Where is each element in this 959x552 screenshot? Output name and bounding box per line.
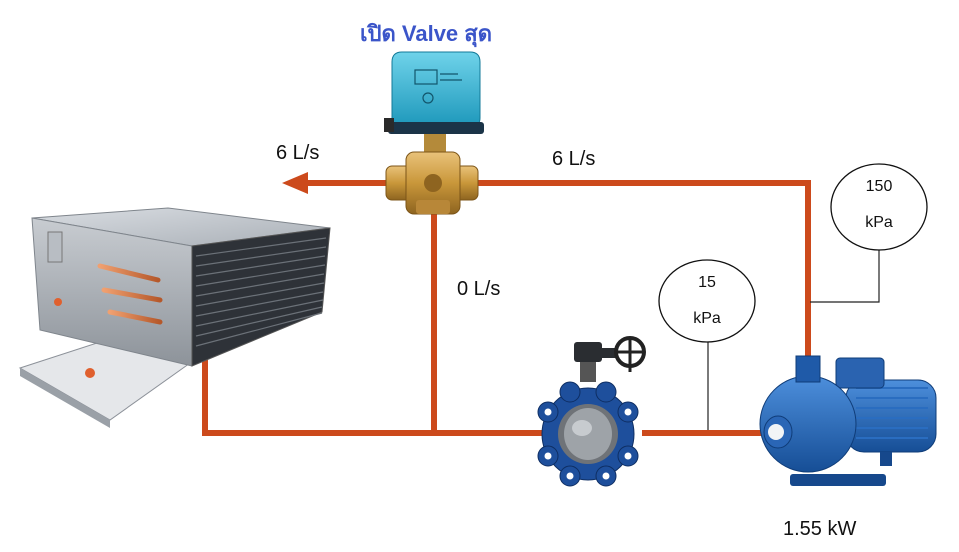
pipe-network xyxy=(202,180,811,436)
gauge-low-unit: kPa xyxy=(693,310,721,327)
gauge-leaders xyxy=(707,250,880,430)
gauge-high-unit: kPa xyxy=(865,214,893,231)
flow-label-bypass: 0 L/s xyxy=(457,278,501,300)
centrifugal-pump-icon xyxy=(759,355,937,486)
pressure-gauge-icon xyxy=(658,259,756,343)
pressure-gauge-icon xyxy=(830,163,928,251)
butterfly-valve-icon xyxy=(537,336,646,487)
gauge-high-value: 150 xyxy=(865,178,893,195)
diagram-title: เปิด Valve สุด xyxy=(360,21,492,46)
fan-coil-unit-icon xyxy=(18,207,331,428)
flow-label-left-outlet: 6 L/s xyxy=(276,142,320,164)
pipe-return-bottom xyxy=(202,357,543,436)
control-valve-icon xyxy=(384,51,484,215)
flow-arrow-icon xyxy=(282,172,308,194)
gauge-low-value: 15 xyxy=(698,274,716,291)
pump-power-label: 1.55 kW xyxy=(783,518,857,540)
pipe-top-supply xyxy=(475,180,811,363)
flow-label-top-pipe: 6 L/s xyxy=(552,148,596,170)
